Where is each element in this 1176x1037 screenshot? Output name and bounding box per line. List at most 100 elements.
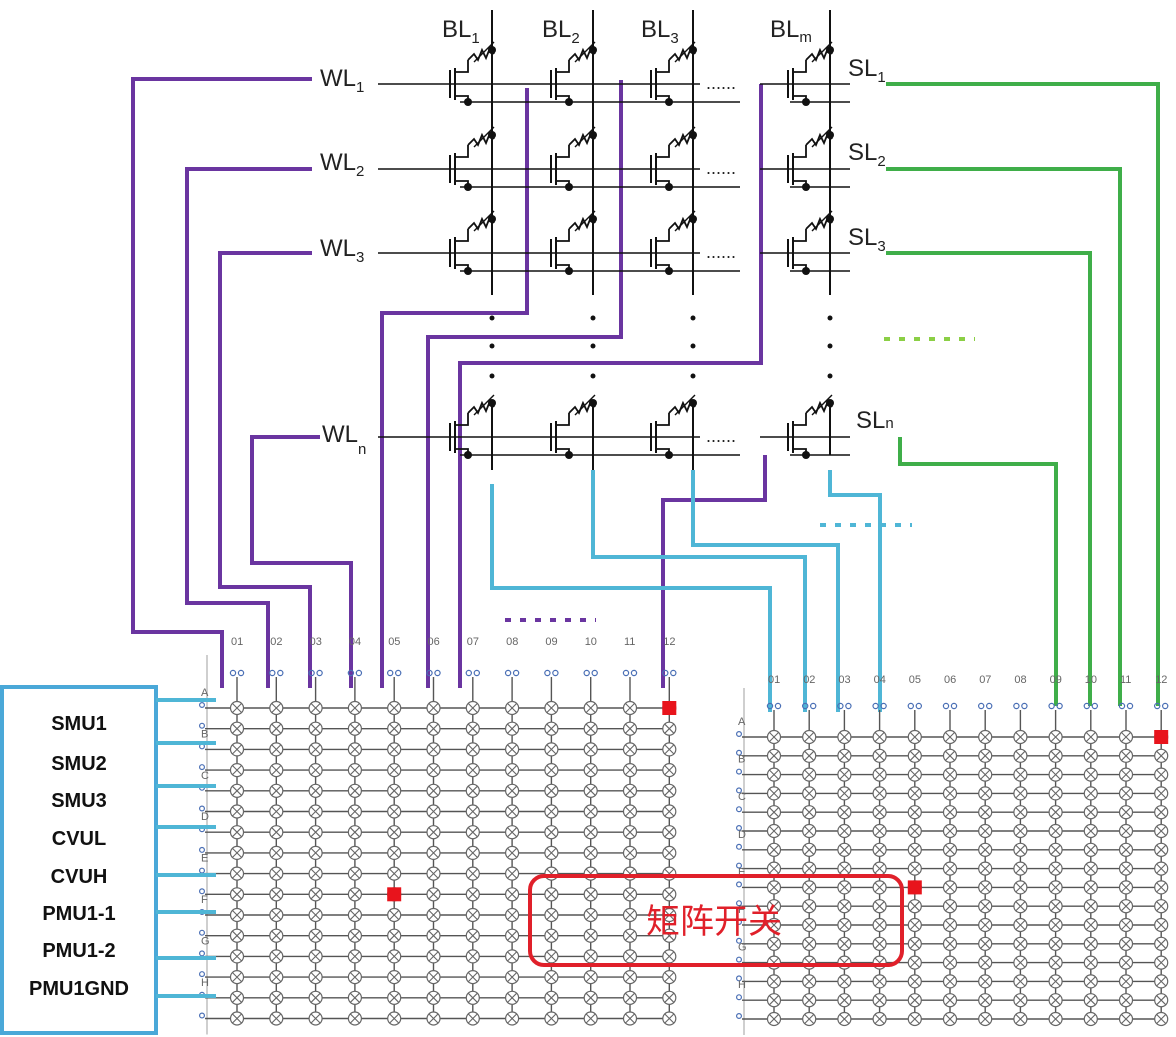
ellipsis-dot (489, 373, 495, 379)
crosspoint-switch (583, 887, 598, 902)
column-terminal (670, 669, 677, 677)
crosspoint-switch (622, 928, 638, 943)
row-terminal (735, 918, 742, 925)
crosspoint-switch (465, 907, 480, 923)
bitline-node (589, 131, 597, 139)
crosspoint-switch (426, 825, 441, 840)
crosspoint-switch (308, 866, 323, 881)
crosspoint-switch (766, 823, 782, 839)
crosspoint-switch (622, 721, 638, 736)
crosspoint-switch (766, 805, 782, 820)
crosspoint-switch (544, 845, 559, 861)
crosspoint-switch (465, 742, 480, 757)
sl2-wire (886, 167, 1122, 706)
crosspoint-switch (1154, 899, 1169, 914)
crosspoint-switch (308, 762, 323, 778)
memristor-arrow (473, 41, 495, 63)
crosspoint-switch (504, 949, 520, 964)
column-label: 02 (270, 636, 282, 648)
crosspoint-switch (387, 928, 402, 943)
crosspoint-switch (837, 729, 852, 745)
crosspoint-switch (1118, 861, 1134, 876)
crosspoint-switch (978, 955, 993, 970)
crosspoint-switch (465, 783, 480, 798)
crosspoint-switch (583, 928, 598, 943)
matrix-switch-callout: 矩阵开关 (528, 874, 904, 967)
column-terminal (1161, 702, 1169, 710)
crosspoint-switch (269, 825, 284, 840)
crosspoint-switch (583, 783, 598, 798)
crosspoint-switch (504, 783, 520, 798)
crosspoint-switch (622, 990, 638, 1005)
transistor-drain (656, 60, 670, 73)
crosspoint-switch (426, 845, 441, 861)
ellipsis-dot (690, 373, 696, 379)
crosspoint-switch (622, 969, 638, 985)
row-label: A (738, 716, 746, 728)
memristor-arrow (574, 210, 596, 232)
crosspoint-switch (1083, 861, 1098, 876)
crosspoint-switch (1013, 805, 1028, 820)
crosspoint-switch (544, 907, 559, 923)
crosspoint-switch (662, 866, 677, 881)
closed-switch-marker (387, 887, 402, 902)
crosspoint-switch (269, 907, 284, 923)
crosspoint-switch (1013, 842, 1028, 857)
crosspoint-switch (308, 928, 323, 943)
crosspoint-switch (504, 845, 520, 861)
column-label: 01 (768, 674, 780, 686)
crosspoint-switch (1048, 974, 1063, 989)
crosspoint-switch (837, 786, 852, 801)
crosspoint-switch (1154, 861, 1169, 876)
column-label: 09 (545, 636, 557, 648)
bitline-label: BL1 (442, 16, 480, 47)
crosspoint-switch (465, 949, 480, 964)
crosspoint-switch (802, 899, 817, 914)
crosspoint-switch (426, 783, 441, 798)
crosspoint-switch (872, 993, 887, 1008)
crosspoint-switch (802, 767, 817, 782)
crosspoint-switch (802, 993, 817, 1008)
crosspoint-switch (347, 949, 362, 964)
column-terminal (269, 669, 276, 677)
row-terminal (735, 806, 742, 813)
crosspoint-switch (544, 804, 559, 819)
crosspoint-switch (426, 928, 441, 943)
memory-cell (449, 210, 496, 275)
memory-cell (550, 41, 597, 106)
crosspoint-switch (1154, 936, 1169, 951)
source-node (802, 183, 810, 191)
crosspoint-switch (872, 748, 887, 763)
ellipsis-dot (690, 343, 696, 349)
instrument-box (0, 685, 158, 1035)
crosspoint-switch (347, 783, 362, 798)
crosspoint-switch (766, 917, 782, 933)
closed-switch-marker (907, 880, 922, 895)
crosspoint-switch (802, 917, 817, 933)
row-label: E (738, 866, 745, 878)
crosspoint-switch (465, 721, 480, 736)
crosspoint-switch (942, 955, 958, 970)
row-label: F (738, 904, 745, 916)
row-terminal (199, 1012, 206, 1019)
crosspoint-switch (978, 861, 993, 876)
column-terminal (950, 702, 958, 710)
crosspoint-switch (426, 742, 441, 757)
source-node (665, 98, 673, 106)
crosspoint-switch (583, 907, 598, 923)
crosspoint-switch (544, 742, 559, 757)
row-label: H (738, 979, 746, 991)
crosspoint-switch (465, 700, 480, 716)
column-terminal (1013, 702, 1020, 710)
crosspoint-switch (308, 949, 323, 964)
crosspoint-switch (1118, 899, 1134, 914)
crosspoint-switch (622, 949, 638, 964)
crosspoint-switch (426, 969, 441, 985)
crosspoint-switch (907, 974, 922, 989)
memory-cell (550, 126, 597, 191)
memristor-arrow (811, 41, 833, 63)
row-label: E (201, 853, 208, 865)
crosspoint-switch (978, 974, 993, 989)
crosspoint-switch (544, 887, 559, 902)
instrument-label: PMU1-2 (42, 940, 115, 962)
